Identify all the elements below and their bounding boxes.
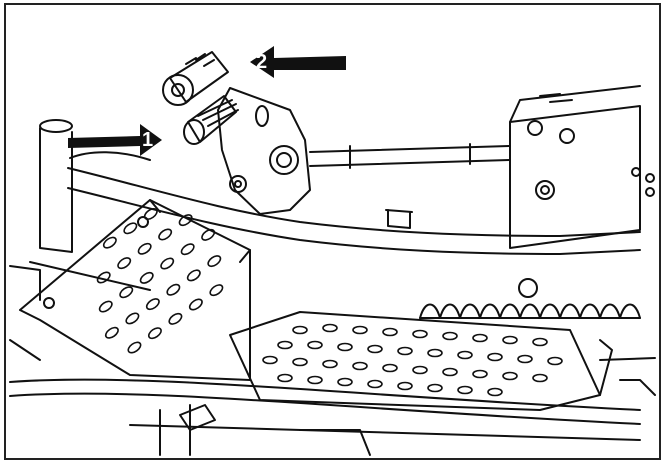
left-post (39, 119, 73, 253)
lower-frame (9, 378, 656, 456)
frame-bolt (385, 209, 413, 229)
line-art (9, 51, 656, 456)
callout-arrow-2: 2 (250, 46, 346, 78)
arrow-2-shape (250, 46, 346, 78)
floor-plate-holes (262, 323, 563, 397)
coil-spring (419, 278, 641, 319)
frame-rail (29, 151, 641, 291)
background-edges (9, 265, 656, 361)
gearbox-housing (509, 85, 655, 249)
knob-2 (162, 51, 229, 106)
side-plate-holes (96, 207, 224, 354)
callout-label-2: 2 (256, 51, 267, 73)
arrow-1-shape (68, 124, 162, 156)
linkage-rod (309, 143, 511, 169)
callout-arrow-1: 1 (68, 124, 162, 156)
callout-label-1: 1 (142, 129, 153, 151)
pivot-bracket (217, 87, 311, 215)
knob-1 (183, 95, 239, 145)
